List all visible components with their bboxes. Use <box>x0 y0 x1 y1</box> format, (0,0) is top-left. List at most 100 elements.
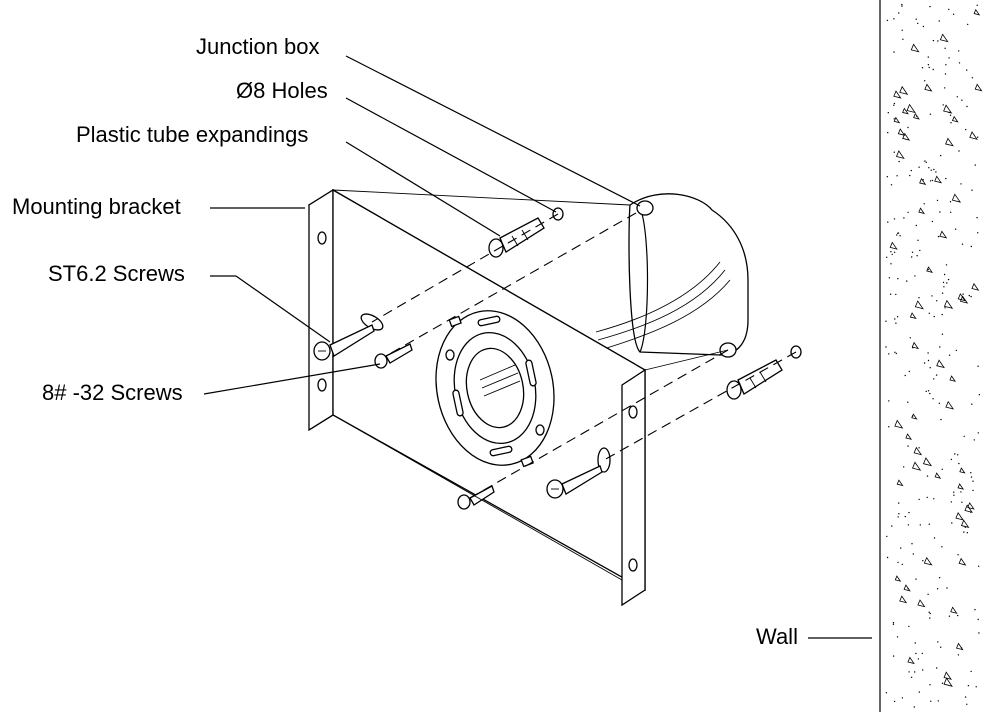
wall-aggregate <box>973 8 981 16</box>
wall-aggregate <box>926 266 933 273</box>
wall-dot <box>922 669 924 671</box>
wall-dot <box>961 99 963 101</box>
wall-dot <box>946 282 948 284</box>
wall-aggregate <box>943 104 953 114</box>
wall-aggregate <box>943 299 954 309</box>
wall-dot <box>972 489 974 492</box>
wall-dot <box>918 297 920 299</box>
wall-aggregate <box>945 400 955 410</box>
wall-dot <box>970 295 972 298</box>
wall-dot <box>976 217 978 219</box>
wall-dot <box>918 166 920 168</box>
wall-dot <box>888 277 891 279</box>
wall-dot <box>974 164 976 166</box>
wall-dot <box>914 642 916 644</box>
wall-dot <box>918 498 920 501</box>
wall-dot <box>953 494 955 496</box>
wall-dot <box>901 5 903 7</box>
wall-dot <box>901 697 904 699</box>
wall-aggregate <box>955 512 964 521</box>
wall-dot <box>937 641 939 643</box>
wall-dot <box>942 104 944 106</box>
wall-dot <box>977 432 979 434</box>
wall-dot <box>937 235 940 238</box>
wall-dot <box>925 161 927 163</box>
wall-dot <box>966 69 968 71</box>
wall-dot <box>957 454 959 456</box>
label-holes: Ø8 Holes <box>236 78 328 103</box>
wall-dot <box>922 179 924 181</box>
wall-dot <box>948 57 950 59</box>
wall-dot <box>944 307 946 309</box>
wall-aggregate <box>895 150 905 159</box>
wall-dot <box>972 480 974 482</box>
alignment-lines <box>371 212 797 499</box>
wall-aggregate <box>949 375 957 382</box>
wall-dot <box>918 691 920 693</box>
wall-dot <box>958 50 960 52</box>
wall-dot <box>893 118 895 120</box>
wall-dot <box>960 183 962 185</box>
wall-aggregate <box>974 83 983 92</box>
wall-dot <box>893 251 896 253</box>
wall-dot <box>929 367 931 369</box>
wall-dot <box>945 177 947 180</box>
wall-dot <box>949 114 952 116</box>
wall-dot <box>970 245 972 248</box>
wall-dot <box>895 293 897 296</box>
wall-dot <box>896 316 899 318</box>
wall-dot <box>901 29 903 31</box>
wall-aggregate <box>959 467 966 474</box>
wall-dot <box>942 281 945 284</box>
wall-dot <box>977 232 979 234</box>
wall-dot <box>904 374 906 377</box>
wall-dot <box>963 531 965 533</box>
wall-dot <box>908 625 910 628</box>
st-screw-upper <box>313 324 375 361</box>
wall-dot <box>890 251 892 253</box>
wall-dot <box>885 692 888 694</box>
wall-dot <box>898 513 900 515</box>
wall-dot <box>929 684 931 686</box>
wall-dot <box>950 501 953 503</box>
wall-dot <box>930 169 932 171</box>
wall-dot <box>899 235 901 237</box>
wall-dot <box>941 682 944 684</box>
wall-dot <box>948 8 950 11</box>
wall-dot <box>886 256 888 258</box>
wall-dot <box>917 22 919 25</box>
wall-dot <box>917 239 919 241</box>
leader-lines <box>203 55 872 639</box>
wall-dot <box>890 184 893 186</box>
wall-dot <box>949 201 952 203</box>
wall-dot <box>923 203 925 205</box>
wall-dot <box>911 543 913 545</box>
wall-aggregate <box>911 413 918 420</box>
wall-dot <box>930 700 932 702</box>
wall-dot <box>915 652 917 655</box>
wall-dot <box>913 706 915 708</box>
wall-dot <box>967 23 969 26</box>
wall-dot <box>973 439 975 441</box>
wall <box>879 0 983 712</box>
wall-aggregate <box>909 312 917 320</box>
wall-dot <box>898 160 900 163</box>
wall-aggregate <box>945 137 954 147</box>
wall-dot <box>891 253 893 256</box>
wall-dot <box>893 18 895 20</box>
wall-aggregate <box>951 193 962 203</box>
wall-dot <box>971 77 974 79</box>
wall-dot <box>933 498 935 500</box>
wall-dot <box>947 278 950 281</box>
wall-dot <box>898 502 900 504</box>
wall-dot <box>950 458 953 461</box>
wall-dot <box>886 176 888 178</box>
wall-dot <box>948 615 951 617</box>
wall-dot <box>893 700 896 703</box>
wall-dot <box>894 318 896 320</box>
wall-dot <box>927 593 929 595</box>
wall-dot <box>910 676 913 678</box>
wall-aggregate <box>922 457 933 467</box>
wall-dot <box>888 426 890 428</box>
